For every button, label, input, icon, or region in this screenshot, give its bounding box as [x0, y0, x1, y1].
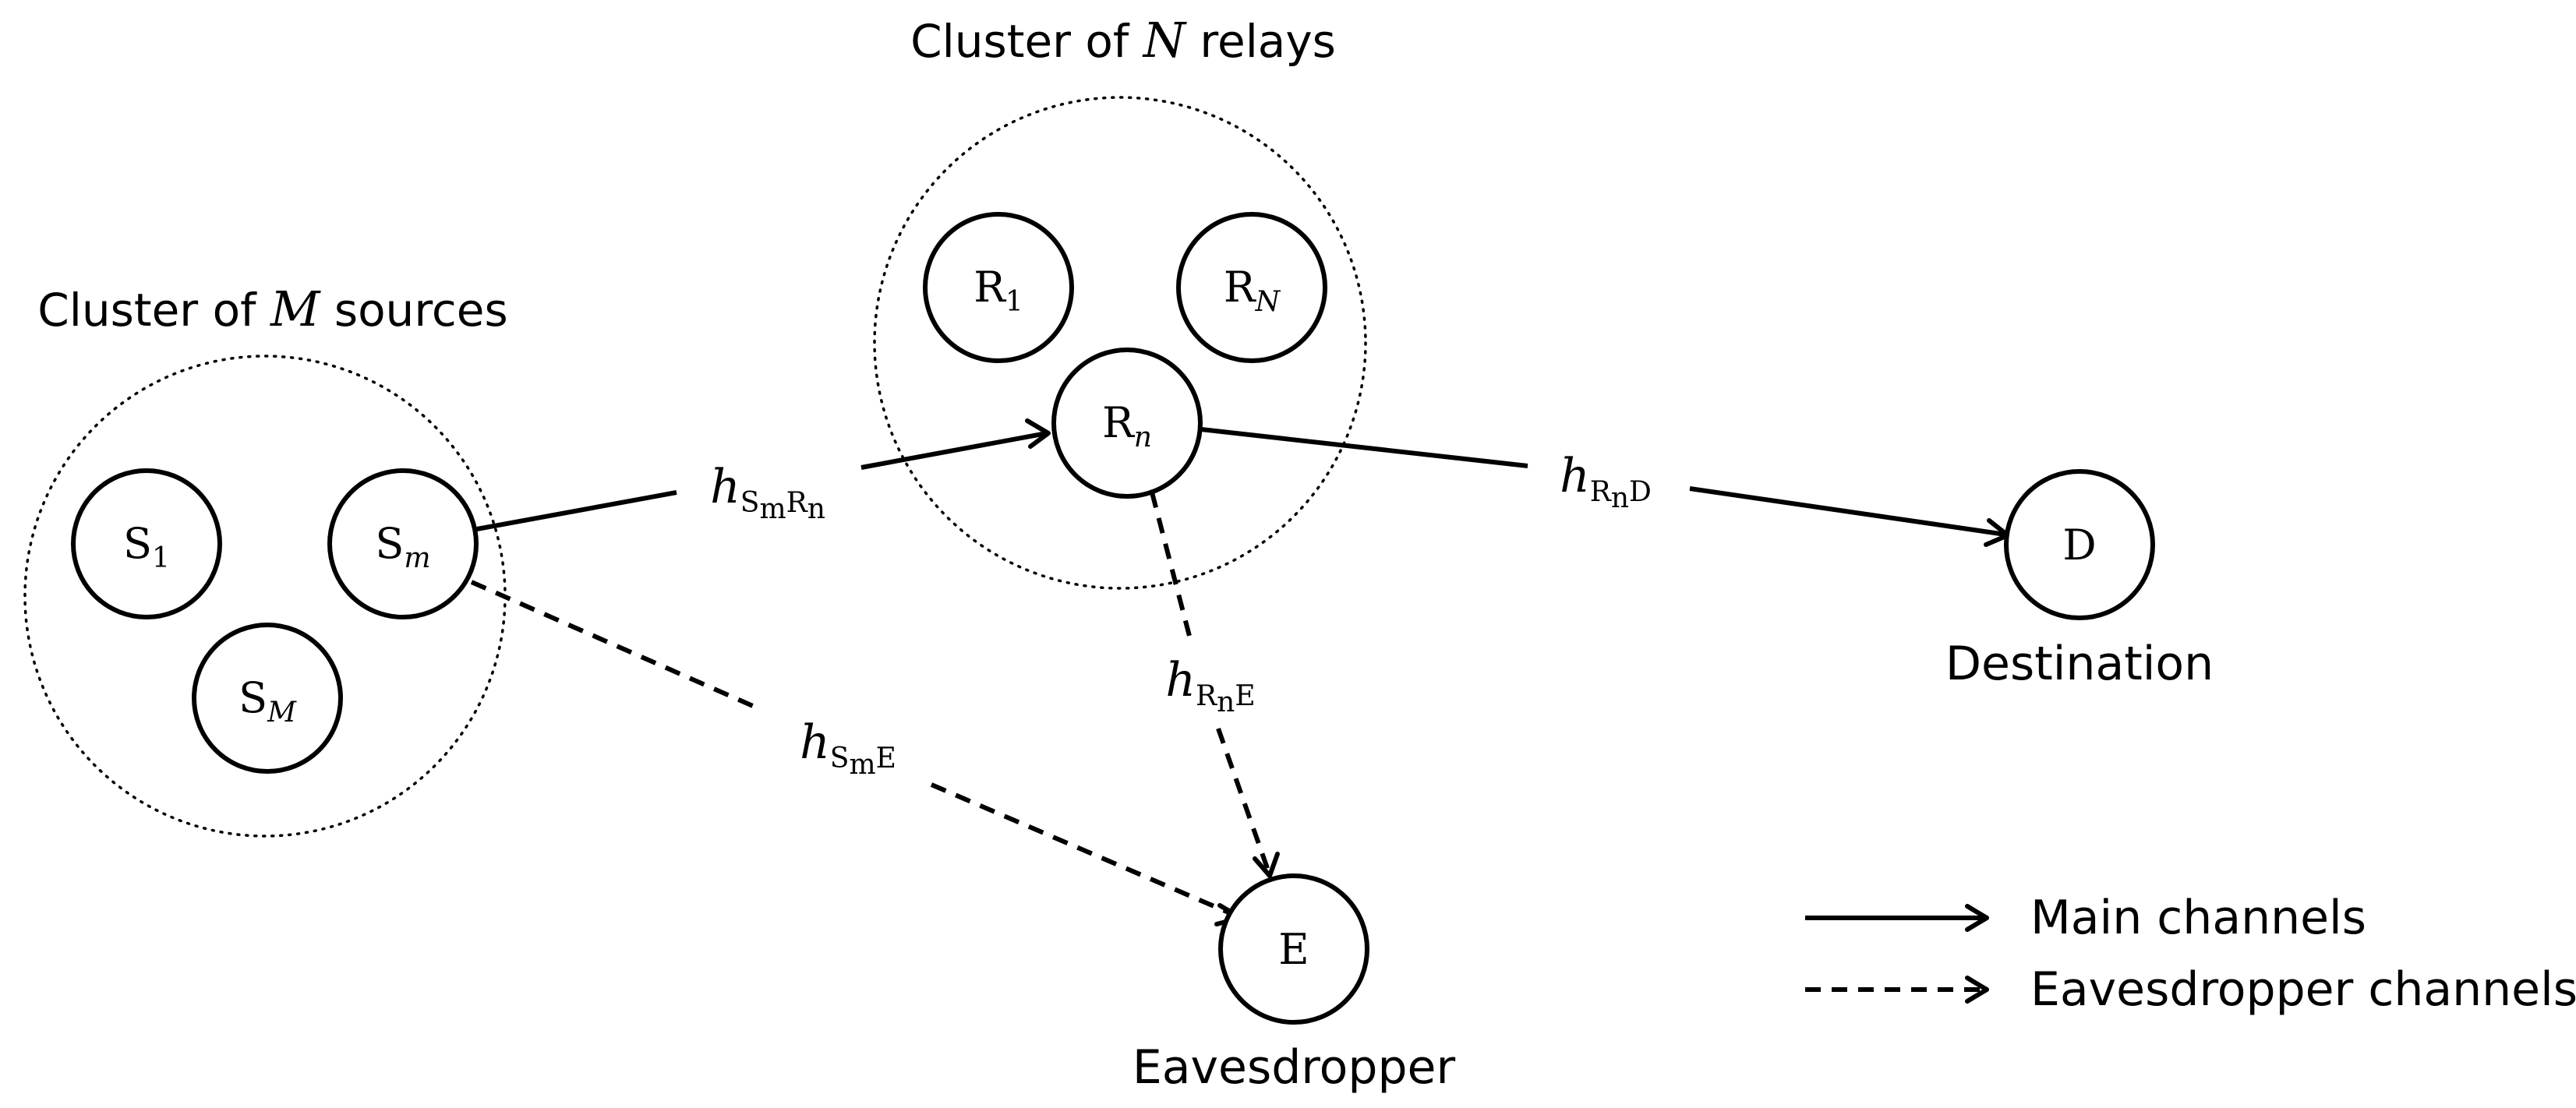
legend-eavesdropper-label: Eavesdropper channels — [2030, 962, 2576, 1017]
svg-text:R1: R1 — [974, 263, 1023, 318]
node-r1: R1 — [923, 212, 1074, 363]
svg-text:D: D — [2062, 520, 2096, 570]
destination-caption: Destination — [1945, 637, 2214, 691]
svg-text:SM: SM — [239, 673, 297, 729]
svg-text:Sm: Sm — [375, 519, 430, 574]
legend-main-label: Main channels — [2030, 891, 2366, 945]
node-destination: D — [2004, 469, 2155, 620]
edge-rn-e — [1150, 492, 1280, 878]
channel-label-rn-d: hRnD — [1560, 449, 1652, 514]
edge-sm-rn — [476, 418, 1051, 531]
node-sm: Sm — [327, 468, 479, 619]
legend: Main channels Eavesdropper channels — [1805, 891, 2576, 1017]
channel-label-rn-e: hRnE — [1165, 653, 1255, 718]
legend-eavesdropper-channels: Eavesdropper channels — [1805, 962, 2576, 1017]
node-eavesdropper: E — [1218, 873, 1369, 1025]
channel-label-sm-e: hSmE — [800, 715, 896, 781]
eavesdropper-caption: Eavesdropper — [1133, 1040, 1456, 1095]
node-sM: SM — [192, 623, 343, 774]
node-s1: S1 — [71, 468, 222, 619]
svg-text:RN: RN — [1224, 263, 1281, 318]
source-cluster-title: Cluster of M sources — [37, 281, 507, 337]
node-rN: RN — [1176, 212, 1327, 363]
svg-text:E: E — [1278, 925, 1309, 974]
channel-label-sm-rn: hSmRn — [710, 460, 825, 525]
legend-main-channels: Main channels — [1805, 891, 2366, 945]
svg-text:S1: S1 — [123, 519, 170, 574]
svg-text:Rn: Rn — [1102, 398, 1152, 453]
node-rn: Rn — [1051, 348, 1203, 499]
relay-cluster-title: Cluster of N relays — [910, 12, 1336, 69]
relay-cluster-boundary — [873, 96, 1367, 590]
